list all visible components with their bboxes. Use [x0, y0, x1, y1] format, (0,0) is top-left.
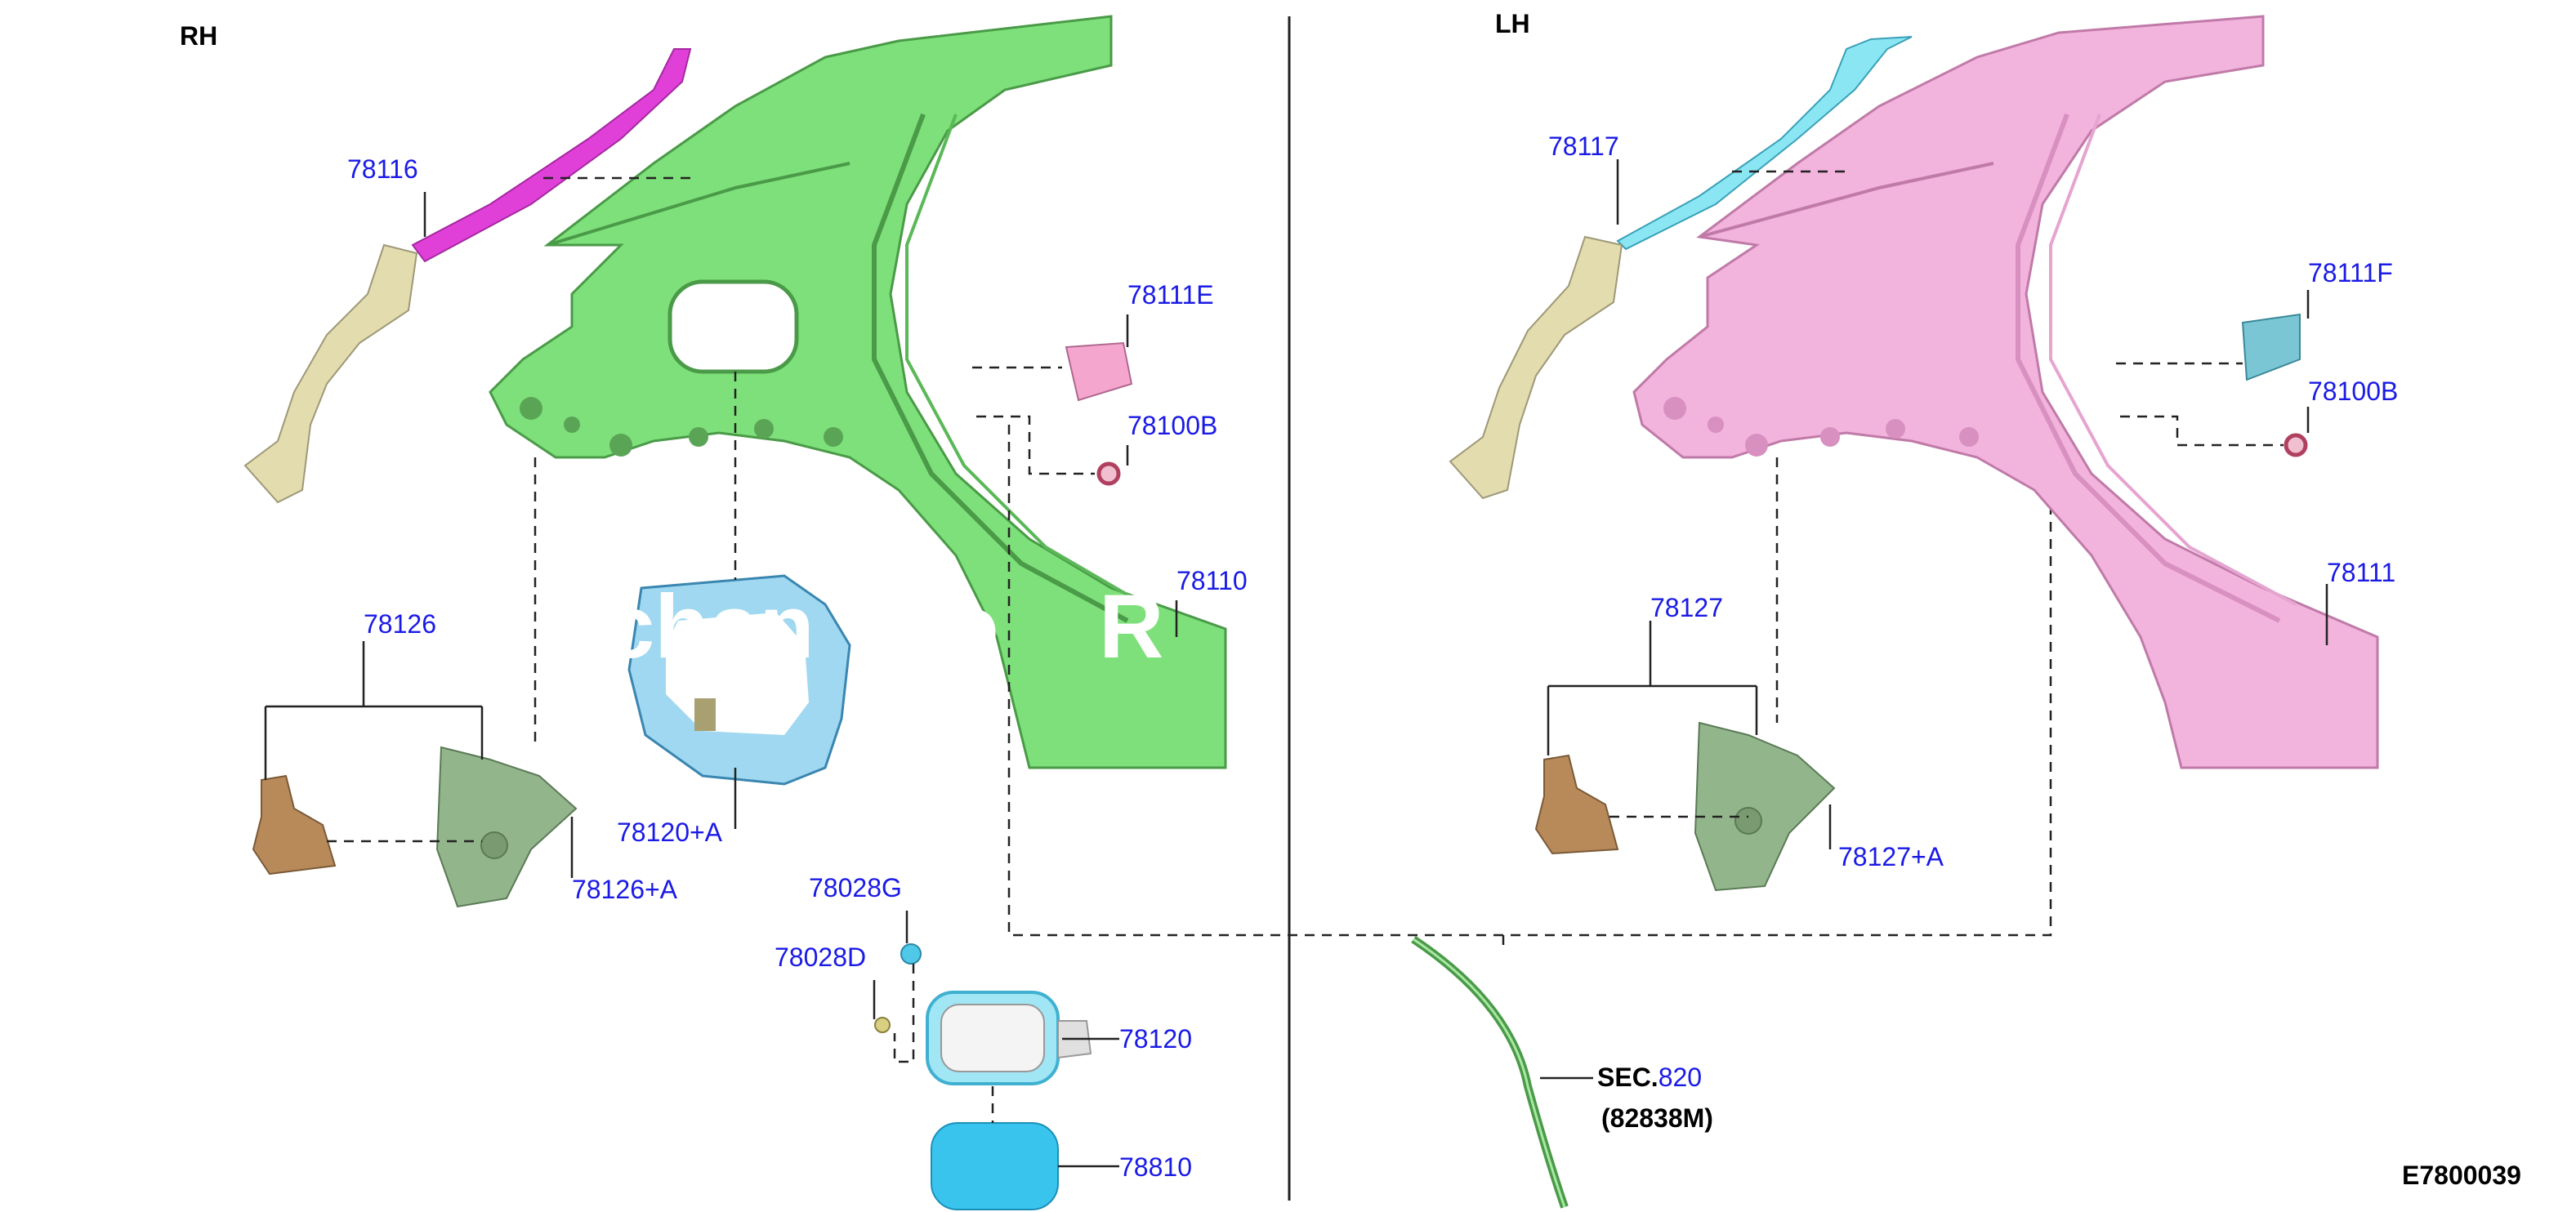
label-78116: 78116: [347, 154, 418, 184]
label-78110: 78110: [1176, 566, 1248, 595]
label-78126: 78126: [364, 609, 436, 639]
rh-extension-78126A: [435, 746, 578, 908]
rh-fuel-lid: [931, 1122, 1059, 1210]
rh-filler-housing: [627, 574, 851, 786]
label-78111E: 78111E: [1127, 280, 1214, 310]
section-number: 820: [1659, 1063, 1702, 1092]
rh-quarter-panel: [489, 15, 1227, 769]
rh-fastener-78028D: [874, 1017, 891, 1033]
rh-clip-78100B: [1096, 461, 1121, 486]
lh-connector-lines: [1609, 170, 2284, 818]
lh-inner-pillar: [1449, 235, 1623, 500]
label-78028D: 78028D: [775, 942, 866, 972]
lh-bracket-78127: [1534, 754, 1619, 855]
label-78120A: 78120+A: [617, 818, 723, 847]
lh-leader-lines: [1540, 159, 2328, 1080]
rh-connector-lines: [327, 176, 2052, 1123]
label-78126A: 78126+A: [572, 875, 678, 904]
label-78117: 78117: [1548, 131, 1619, 161]
label-78810: 78810: [1119, 1152, 1192, 1182]
lh-pillar-78117: [1616, 36, 1913, 251]
label-78028G: 78028G: [809, 873, 902, 902]
diagram-code: E7800039: [2402, 1161, 2521, 1190]
rh-bracket-78111E: [1065, 341, 1133, 402]
side-label-lh: LH: [1495, 9, 1530, 38]
lh-clip-78100B: [2284, 433, 2308, 457]
label-78100B-lh: 78100B: [2308, 377, 2398, 406]
label-78120: 78120: [1119, 1024, 1192, 1054]
section-prefix: SEC.: [1597, 1063, 1659, 1092]
label-78127: 78127: [1650, 593, 1723, 622]
rh-bracket-78126: [252, 774, 337, 876]
watermark-text: chan to R: [605, 577, 1164, 677]
section-ref: (82838M): [1601, 1103, 1713, 1133]
weatherstrip-sec820: [1411, 935, 1569, 1209]
lh-bracket-78111F: [2241, 313, 2301, 381]
rh-pillar-78116: [411, 48, 692, 263]
label-78111F: 78111F: [2308, 258, 2393, 287]
lh-extension-78127A: [1694, 721, 1836, 892]
label-78127A: 78127+A: [1838, 842, 1944, 871]
rh-leader-lines: [264, 192, 1178, 1168]
label-78111: 78111: [2327, 558, 2395, 587]
side-label-rh: RH: [180, 21, 217, 51]
rh-inner-pillar: [243, 243, 418, 504]
rh-fuel-door-assy: [926, 991, 1092, 1085]
section-label: SEC.820: [1597, 1063, 1702, 1092]
rh-fastener-78028G: [900, 943, 922, 965]
lh-quarter-panel: [1632, 15, 2379, 769]
label-78100B-rh: 78100B: [1127, 411, 1217, 440]
